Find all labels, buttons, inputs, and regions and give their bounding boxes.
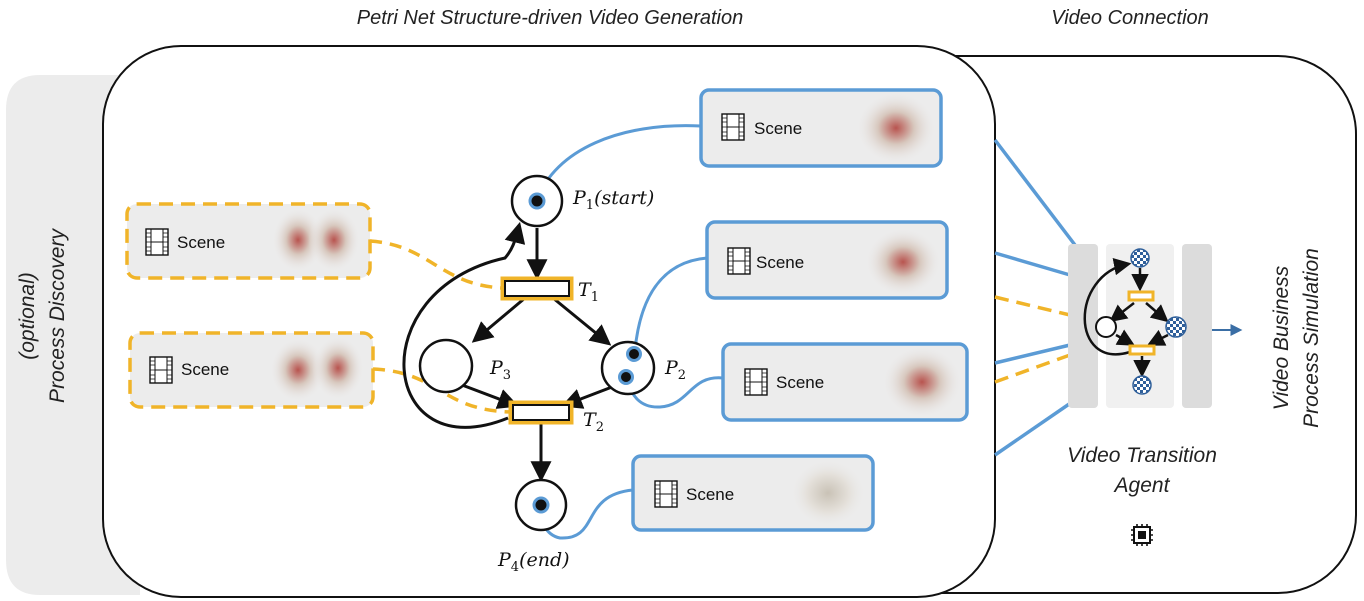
scene-label: Scene: [177, 233, 225, 252]
scene-thumbnail: [312, 336, 364, 400]
agent-place-top: [1130, 248, 1150, 268]
link-scene2-p2: [633, 256, 708, 351]
label-p3: P3: [489, 357, 511, 383]
scene-label: Scene: [776, 373, 824, 392]
agent-label-line2: Agent: [1113, 474, 1171, 497]
conn-line-1: [993, 138, 1077, 247]
label-p2: P2: [664, 357, 686, 383]
agent-label-line1: Video Transition: [1067, 444, 1217, 467]
label-t1: T1: [578, 279, 599, 305]
label-t2: T2: [583, 409, 604, 435]
agent-place-right: [1165, 316, 1187, 338]
token-p4: [532, 496, 550, 514]
token-p1: [528, 192, 546, 210]
transition-t2-inner: [512, 404, 570, 421]
scene-label: Scene: [181, 360, 229, 379]
scene-box-left-1: Scene: [125, 202, 372, 280]
token-p2a: [626, 346, 642, 362]
scene-thumbnail: [865, 228, 941, 296]
agent-graphic: [1068, 244, 1212, 408]
scene-label: Scene: [686, 485, 734, 504]
film-strip-icon: [654, 480, 678, 508]
process-discovery-label: Process Discovery: [46, 228, 69, 403]
scene-box-left-2: Scene: [128, 331, 375, 409]
main-heading: Petri Net Structure-driven Video Generat…: [357, 7, 744, 29]
scene-thumbnail: [790, 459, 866, 527]
conn-line-5: [994, 353, 1071, 384]
agent-panel-right: [1182, 244, 1212, 408]
video-business-label: Video Business: [1270, 265, 1293, 410]
agent-place-left: [1095, 316, 1117, 338]
place-p3: [418, 338, 474, 394]
film-strip-icon: [744, 368, 768, 396]
label-p4: P4(end): [497, 549, 570, 575]
agent-transition-1: [1127, 290, 1155, 302]
label-p1: P1(start): [572, 187, 654, 213]
arc-t2-p1-loop: [402, 221, 526, 429]
arc-t1-p2: [552, 296, 612, 346]
conn-line-4: [994, 343, 1071, 365]
conn-line-2: [994, 251, 1071, 277]
scene-thumbnail: [308, 208, 360, 272]
scene-thumbnail: [882, 346, 962, 418]
scene-box-4: Scene: [631, 454, 875, 532]
token-p2b: [618, 369, 634, 385]
arc-t1-p3: [471, 296, 526, 343]
scene-box-1: Scene: [699, 88, 943, 168]
transition-t1-inner: [504, 280, 570, 297]
video-connection-heading: Video Connection: [1051, 7, 1209, 29]
optional-label: (optional): [16, 272, 39, 360]
agent-panel-mid: [1106, 244, 1174, 408]
film-strip-icon: [145, 228, 169, 256]
film-strip-icon: [727, 247, 751, 275]
scene-label: Scene: [756, 253, 804, 272]
conn-line-3: [994, 295, 1071, 317]
agent-transition-2: [1128, 344, 1156, 356]
conn-line-6: [994, 398, 1076, 457]
film-strip-icon: [721, 113, 745, 141]
arc-p3-t2: [461, 383, 519, 409]
scene-thumbnail: [270, 338, 326, 402]
scene-thumbnail: [272, 208, 324, 272]
scene-box-3: Scene: [721, 342, 969, 422]
scene-label: Scene: [754, 119, 802, 138]
scene-thumbnail: [856, 92, 936, 164]
process-simulation-label: Process Simulation: [1300, 248, 1323, 428]
agent-place-bottom: [1132, 375, 1152, 395]
scene-box-2: Scene: [705, 220, 949, 300]
link-scene-left1-t1: [369, 239, 504, 290]
agent-panel-left: [1068, 244, 1098, 408]
chip-icon: [1131, 524, 1153, 546]
film-strip-icon: [149, 356, 173, 384]
